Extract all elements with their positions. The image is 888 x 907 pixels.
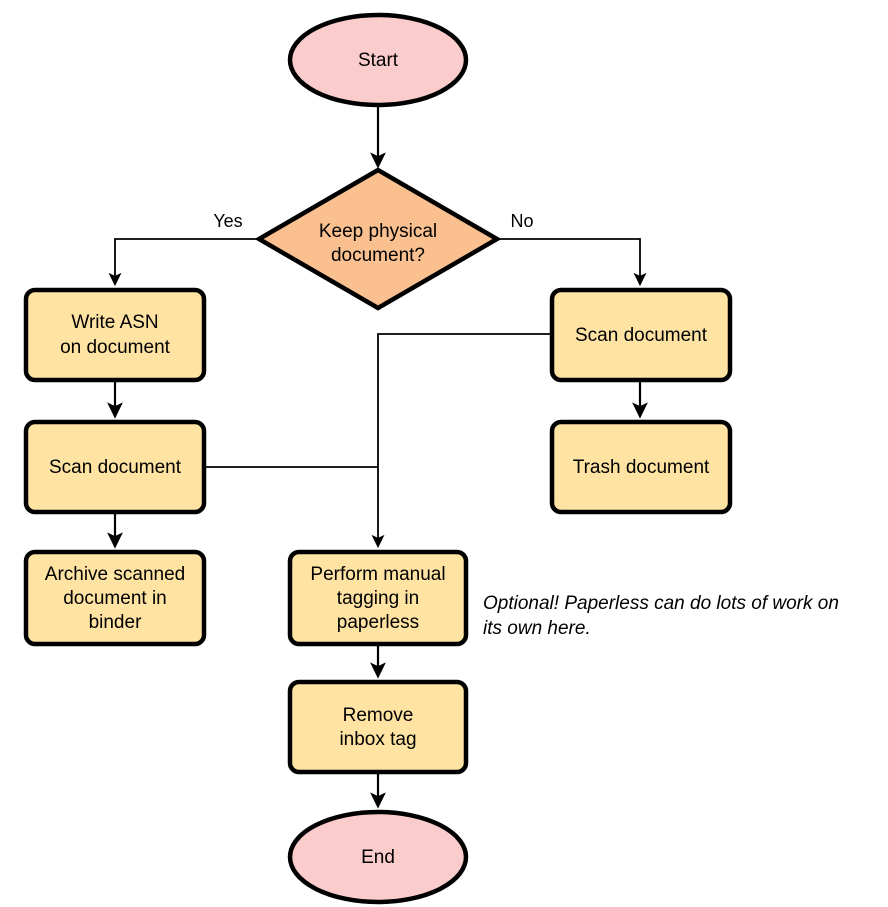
tagging-box: [287, 549, 469, 647]
node-start[interactable]: Start: [287, 12, 469, 108]
node-write-asn-on-document[interactable]: Write ASN on document: [23, 287, 207, 383]
remove-inbox-box: [287, 679, 469, 775]
remove-inbox-label-line2: inbox tag: [339, 729, 416, 750]
trash-document-box: [549, 419, 733, 515]
scan-document-right-label: Scan document: [575, 325, 708, 346]
node-decision-keep-physical-document[interactable]: Keep physical document?: [254, 167, 502, 311]
decision-label-line1: Keep physical: [319, 221, 437, 242]
node-remove-inbox-tag[interactable]: Remove inbox tag: [287, 679, 469, 775]
scan-document-left-box: [23, 419, 207, 515]
node-scan-document-left[interactable]: Scan document: [23, 419, 207, 515]
write-asn-label-line1: Write ASN: [71, 312, 158, 333]
node-end[interactable]: End: [287, 809, 469, 905]
archive-label-line1: Archive scanned: [45, 564, 185, 585]
tagging-label-line1: Perform manual: [310, 564, 445, 585]
scan-document-right-box: [549, 287, 733, 383]
trash-document-label: Trash document: [573, 457, 710, 478]
decision-label-line2: document?: [331, 245, 425, 266]
start-label: Start: [358, 50, 399, 71]
edge-scan-right-to-tagging: [371, 333, 552, 549]
tagging-label-line3: paperless: [337, 612, 419, 633]
node-scan-document-right[interactable]: Scan document: [549, 287, 733, 383]
archive-box: [23, 549, 207, 647]
write-asn-box: [23, 287, 207, 383]
node-perform-manual-tagging[interactable]: Perform manual tagging in paperless: [287, 549, 469, 647]
edge-decision-no-to-scan-right: [498, 238, 647, 287]
start-ellipse: [287, 12, 469, 108]
archive-label-line3: binder: [89, 612, 142, 633]
scan-document-left-label: Scan document: [49, 457, 182, 478]
archive-label-line2: document in: [63, 588, 167, 609]
end-label: End: [361, 847, 395, 868]
remove-inbox-label-line1: Remove: [343, 705, 414, 726]
tagging-label-line2: tagging in: [337, 588, 419, 609]
node-trash-document[interactable]: Trash document: [549, 419, 733, 515]
edge-label-no: No: [510, 211, 533, 231]
annotation-line2: its own here.: [483, 618, 591, 639]
node-archive-scanned-document[interactable]: Archive scanned document in binder: [23, 549, 207, 647]
end-ellipse: [287, 809, 469, 905]
edge-decision-yes-to-write-asn: [108, 238, 258, 287]
edge-label-yes: Yes: [213, 211, 242, 231]
annotation-line1: Optional! Paperless can do lots of work …: [483, 593, 839, 614]
annotation-optional-paperless: Optional! Paperless can do lots of work …: [483, 593, 839, 639]
decision-diamond: [254, 167, 502, 311]
write-asn-label-line2: on document: [60, 337, 171, 358]
